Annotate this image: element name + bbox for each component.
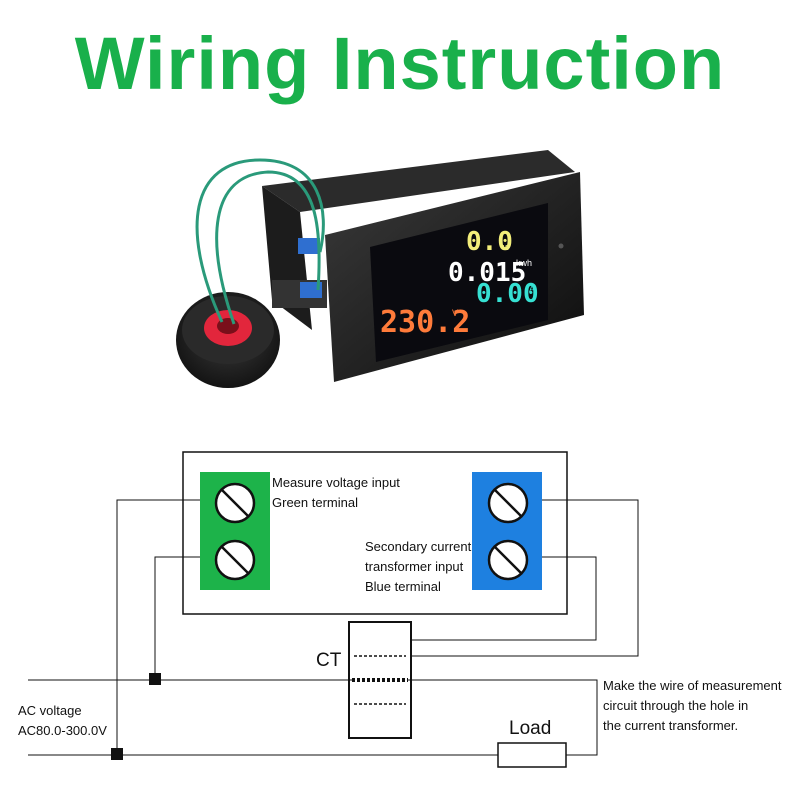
ac-voltage-label-2: AC80.0-300.0V	[18, 723, 107, 738]
display-power-unit: w	[502, 242, 510, 252]
blue-terminal-label-2: transformer input	[365, 559, 464, 574]
ac-line-top-right	[408, 679, 598, 756]
ct-secondary-wire-1	[410, 499, 639, 657]
green-terminal-label-2: Green terminal	[272, 495, 358, 510]
junction-dot	[111, 748, 123, 760]
ct-wire	[195, 158, 325, 323]
voltage-wire-1	[116, 499, 200, 755]
meter-outline	[182, 451, 568, 615]
screw-icon	[214, 482, 256, 524]
ct-label: CT	[316, 650, 342, 671]
display-energy-unit: kwh	[516, 258, 532, 268]
meter-photo: 0.0 w 0.015 kwh 0.00 A 230.2 V	[176, 150, 584, 388]
blue-terminal-label-3: Blue terminal	[365, 579, 441, 594]
voltage-wire-2	[154, 556, 200, 680]
rear-terminal-block	[298, 238, 320, 254]
screw-icon	[214, 539, 256, 581]
ac-voltage-label-1: AC voltage	[18, 703, 82, 718]
load-box	[497, 742, 567, 768]
display-voltage-unit: V	[452, 308, 458, 318]
display-voltage-value: 230.2	[380, 305, 470, 340]
note-line-1: Make the wire of measurement	[603, 678, 782, 693]
screw-icon	[487, 539, 529, 581]
note-line-3: the current transformer.	[603, 718, 738, 733]
junction-dot	[149, 673, 161, 685]
rear-terminal-block	[300, 282, 322, 298]
ct-secondary-wire-2	[410, 556, 597, 641]
display-energy-value: 0.015	[448, 258, 526, 288]
screw-icon	[487, 482, 529, 524]
ct-wire	[215, 170, 321, 325]
note-line-2: circuit through the hole in	[603, 698, 748, 713]
blue-terminal-label-1: Secondary current	[365, 539, 472, 554]
diagram-labels: Measure voltage input Green terminal Sec…	[18, 475, 782, 739]
page-title: Wiring Instruction	[74, 22, 726, 105]
wiring-diagram	[28, 451, 639, 768]
display-power-value: 0.0	[466, 227, 513, 257]
meter-rear-housing	[262, 150, 575, 212]
display-current-unit: A	[529, 284, 535, 294]
green-terminal-label-1: Measure voltage input	[272, 475, 400, 490]
meter-lcd-screen	[370, 203, 548, 362]
load-label: Load	[509, 718, 551, 739]
display-current-value: 0.00	[476, 279, 539, 309]
meter-led	[558, 243, 564, 249]
